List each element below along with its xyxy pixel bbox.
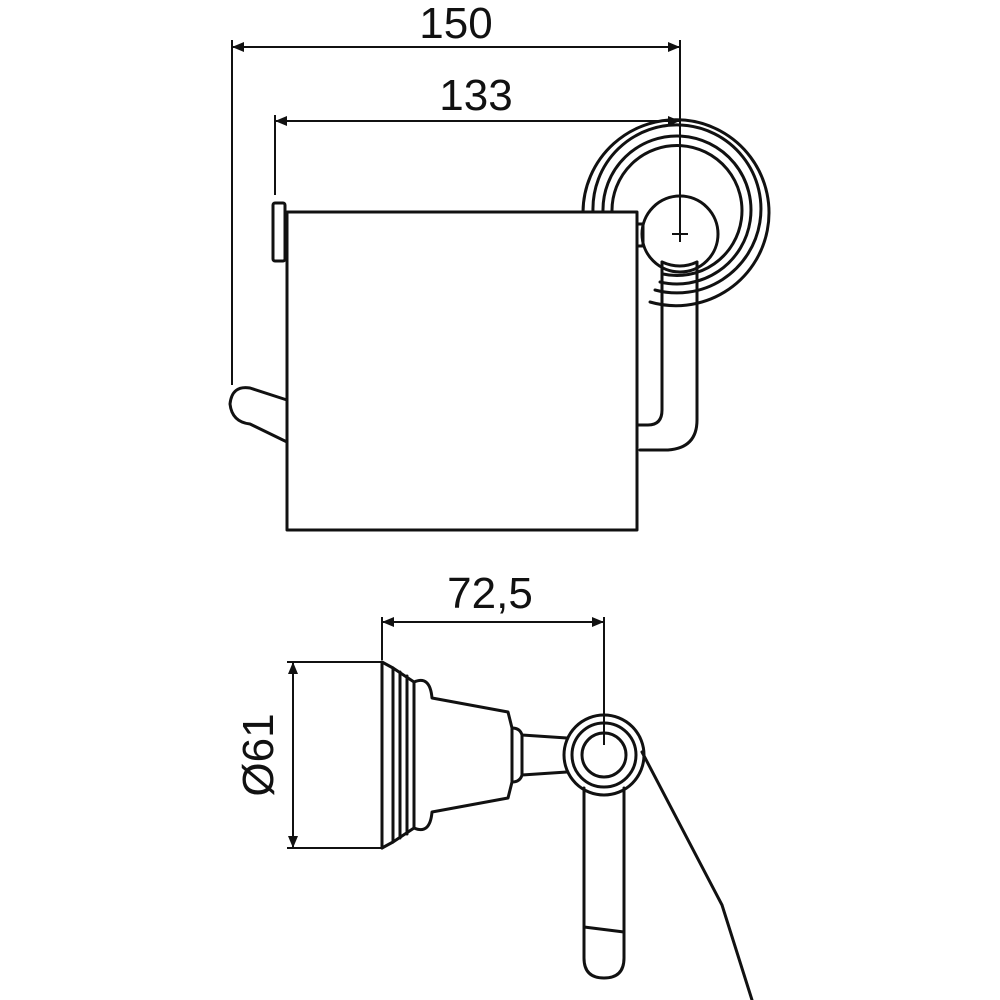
front-view: 150 133 xyxy=(228,0,771,532)
dimension-label-base-diameter: Ø61 xyxy=(234,713,283,796)
dimension-roll-width: 133 xyxy=(274,71,680,195)
cover-hinge xyxy=(635,222,645,248)
vertical-bar xyxy=(582,786,626,980)
holder-arm xyxy=(635,260,699,452)
holder-tip xyxy=(228,386,289,444)
dimension-label-overall-width: 150 xyxy=(419,0,492,48)
wall-flange xyxy=(380,660,514,850)
paper-roll-cover xyxy=(285,210,639,532)
dimension-label-roll-width: 133 xyxy=(439,71,512,120)
swing-leader-line xyxy=(640,750,754,1000)
dimension-base-diameter: Ø61 xyxy=(234,661,382,849)
mount-collar xyxy=(510,726,569,784)
wall-rosette xyxy=(581,118,771,308)
dimension-label-projection: 72,5 xyxy=(447,569,533,618)
end-cap xyxy=(271,201,287,263)
side-view: 72,5 Ø61 xyxy=(234,569,754,1000)
dimension-projection: 72,5 xyxy=(381,569,605,745)
dimension-overall-width: 150 xyxy=(231,0,681,385)
